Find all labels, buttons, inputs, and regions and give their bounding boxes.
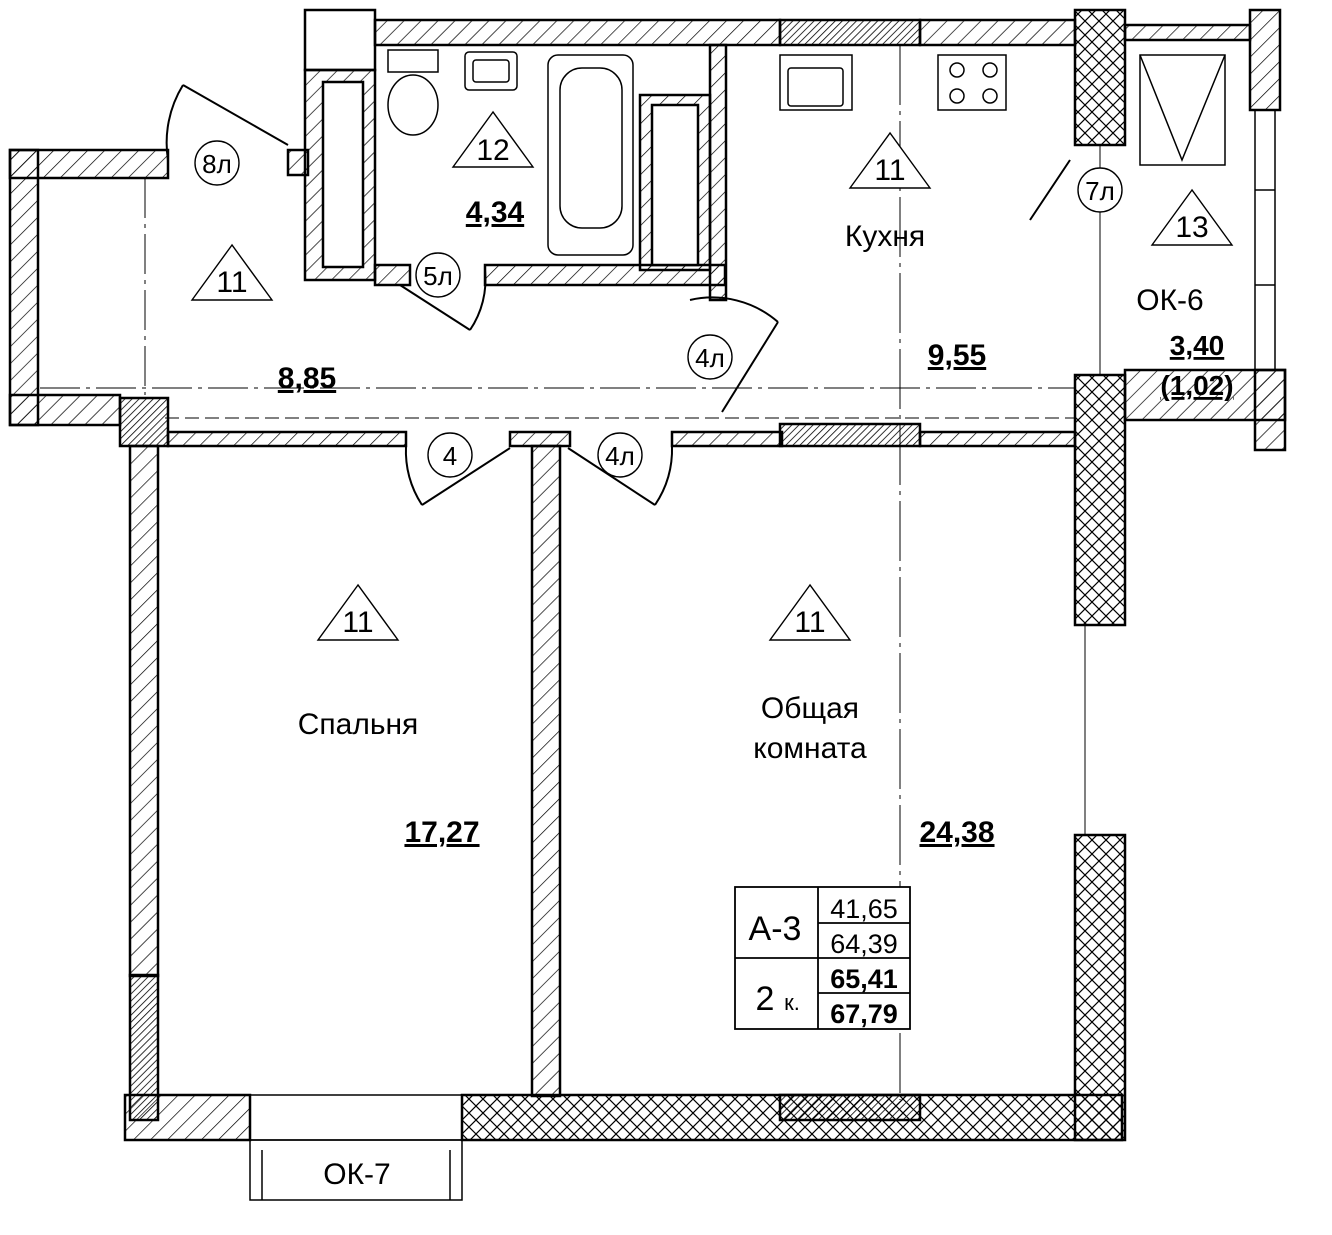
apartment-info-table: [734, 886, 911, 1030]
hall-area: 8,85: [278, 362, 336, 395]
area-living: 41,65: [830, 894, 898, 924]
stove-icon: [937, 54, 1007, 111]
walls: [8, 8, 1287, 1142]
door-entrance-label: 8л: [202, 149, 232, 179]
finish-markers: [190, 110, 1234, 641]
loggia-area: 3,40: [1170, 330, 1225, 361]
axis-lines: [40, 45, 1101, 1100]
bathtub-icon: [547, 54, 634, 256]
bedroom-name: Спальня: [298, 708, 419, 741]
living-finish-code: 11: [794, 606, 825, 639]
living-finish-triangle: [768, 583, 852, 641]
door-bathroom-label: 5л: [423, 261, 453, 291]
kitchen-finish-triangle: [848, 131, 932, 189]
door-loggia-label: 7л: [1085, 176, 1115, 206]
sink-icon: [464, 51, 518, 91]
loggia-area-reduced: (1,02): [1160, 370, 1233, 401]
kitchen-finish-code: 11: [874, 154, 905, 187]
kitchen-name: Кухня: [845, 220, 925, 253]
door-markers: [194, 140, 1123, 478]
bedroom-finish-triangle: [316, 583, 400, 641]
loggia-finish-triangle: [1150, 188, 1234, 246]
loggia-window-label: ОК-6: [1136, 284, 1204, 317]
kitchen-sink-icon: [779, 54, 853, 111]
door-living-label: 4л: [605, 441, 635, 471]
area-total-no-loggia: 64,39: [830, 929, 898, 959]
door-kitchen-label: 4л: [695, 343, 725, 373]
apartment-rooms-suffix: к.: [784, 990, 800, 1015]
bedroom-finish-code: 11: [342, 606, 373, 639]
toilet-icon: [387, 49, 439, 73]
doors: [165, 84, 1071, 506]
apartment-rooms: 2: [756, 980, 775, 1018]
bathroom-area: 4,34: [466, 196, 525, 229]
living-name-line2: комната: [753, 732, 867, 765]
kitchen-area: 9,55: [928, 339, 986, 372]
loggia-glazing: [1139, 54, 1276, 371]
hall-finish-triangle: [190, 243, 274, 301]
bedroom-area: 17,27: [404, 816, 479, 849]
area-total-with-loggia: 67,79: [830, 999, 898, 1029]
window-ok7-label: ОК-7: [323, 1158, 391, 1191]
apartment-type: А-3: [749, 910, 802, 948]
window-ok7: [249, 1094, 463, 1201]
loggia-finish-code: 13: [1175, 211, 1208, 244]
bathroom-finish-code: 12: [476, 134, 509, 167]
door-bedroom-label: 4: [443, 441, 457, 471]
area-total: 65,41: [830, 964, 898, 994]
fixtures: [387, 49, 1007, 256]
bathroom-finish-triangle: [451, 110, 535, 168]
hall-finish-code: 11: [216, 266, 247, 299]
living-name-line1: Общая: [761, 692, 859, 725]
living-area: 24,38: [919, 816, 994, 849]
